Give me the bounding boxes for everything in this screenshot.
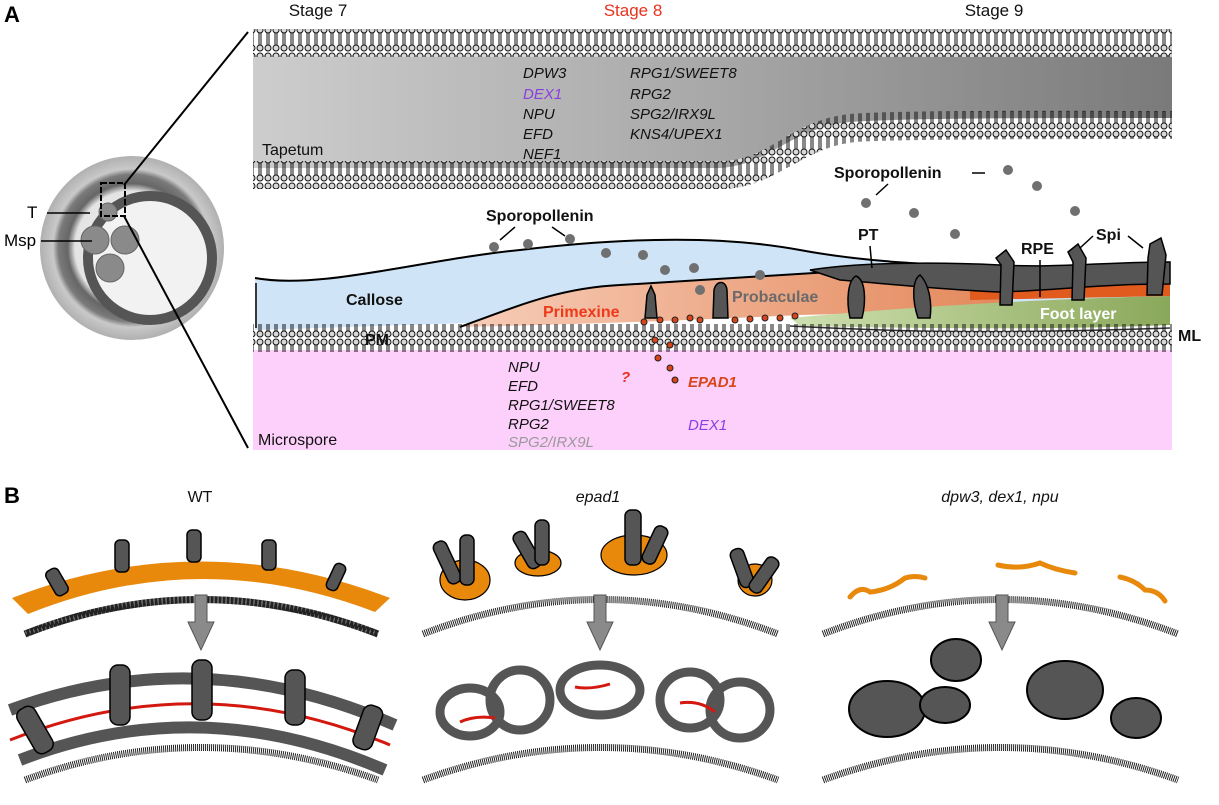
foot-layer bbox=[790, 296, 1170, 329]
epad1-red-fragments bbox=[459, 682, 716, 724]
label-epad1: EPAD1 bbox=[688, 374, 737, 391]
epad1-dots bbox=[640, 312, 799, 384]
stage-8-label: Stage 8 bbox=[604, 1, 663, 20]
ms-gene-efd: EFD bbox=[508, 378, 538, 395]
mutant-arrow-icon bbox=[988, 594, 1016, 652]
plasma-membrane bbox=[253, 324, 1172, 352]
epad1-arrow-icon bbox=[586, 594, 614, 652]
panel-b-letter: B bbox=[4, 483, 20, 508]
dpw3-dex1-npu-diagram bbox=[821, 560, 1180, 784]
pointer-sporopollenin-left-b bbox=[551, 226, 566, 237]
label-pm: PM bbox=[365, 332, 389, 349]
label-sporopollenin-right: Sporopollenin bbox=[834, 165, 942, 182]
pointer-sporopollenin-left-a bbox=[499, 226, 516, 241]
gene-dpw3: DPW3 bbox=[523, 65, 567, 82]
gene-nef1: NEF1 bbox=[523, 146, 561, 163]
label-primexine: Primexine bbox=[543, 304, 620, 321]
tapetum: Tapetum DPW3 DEX1 NPU EFD NEF1 RPG1/SWEE… bbox=[253, 29, 1172, 189]
microspore-label: Microspore bbox=[258, 432, 337, 449]
probacula bbox=[913, 274, 932, 319]
primexine-outline bbox=[459, 271, 831, 328]
stage-7-label: Stage 7 bbox=[289, 1, 348, 20]
mutant-membrane-bottom bbox=[821, 744, 1180, 784]
epad1-diagram bbox=[421, 509, 780, 784]
label-pt: PT bbox=[858, 227, 879, 244]
epad1-rings bbox=[435, 660, 775, 743]
tapetum-label: Tapetum bbox=[262, 142, 323, 159]
probaculae-group bbox=[644, 236, 1167, 319]
spine bbox=[1067, 242, 1087, 301]
ms-gene-npu: NPU bbox=[508, 359, 540, 376]
label-callose: Callose bbox=[346, 292, 403, 309]
gene-dex1: DEX1 bbox=[523, 86, 562, 103]
label-sporopollenin-left: Sporopollenin bbox=[486, 208, 594, 225]
gene-rpg1-sweet8: RPG1/SWEET8 bbox=[630, 65, 737, 82]
label-ml: ML bbox=[1178, 328, 1201, 345]
mutant-primexine-fragments bbox=[847, 560, 1168, 604]
wt-primexine-arc bbox=[12, 561, 390, 614]
microspore-cytoplasm bbox=[253, 350, 1172, 450]
unknown-mark: ? bbox=[621, 369, 630, 386]
gene-rpg2: RPG2 bbox=[630, 86, 672, 103]
mutant-sporopollenin-aggregates bbox=[848, 638, 1162, 739]
probacula bbox=[712, 281, 729, 319]
tapetum-genes-col1: DPW3 DEX1 NPU EFD NEF1 bbox=[523, 65, 567, 163]
microspore-genes: NPU EFD RPG1/SWEET8 RPG2 SPG2/IRX9L bbox=[508, 359, 615, 451]
wt-arrow-icon bbox=[187, 594, 215, 652]
tapetum-inner-membrane bbox=[253, 110, 1172, 189]
gene-efd: EFD bbox=[523, 126, 553, 143]
label-t: T bbox=[27, 203, 37, 222]
phenotype-title-epad1: epad1 bbox=[576, 489, 621, 506]
wt-diagram bbox=[7, 529, 398, 784]
label-foot-layer: Foot layer bbox=[1040, 306, 1116, 323]
label-rpe: RPE bbox=[1021, 241, 1054, 258]
wt-probaculae bbox=[45, 529, 347, 597]
phenotype-title-dpw3-dex1-npu: dpw3, dex1, npu bbox=[941, 489, 1059, 506]
tapetum-outer-membrane bbox=[253, 29, 1172, 57]
pointer-sporopollenin-right-b bbox=[875, 183, 889, 196]
ms-gene-spg2-irx9l: SPG2/IRX9L bbox=[508, 434, 594, 451]
label-spi: Spi bbox=[1096, 227, 1121, 244]
wt-foot bbox=[17, 721, 388, 776]
spine bbox=[994, 248, 1015, 306]
tapetum-cytoplasm bbox=[253, 55, 1172, 168]
anther-histology: T Msp bbox=[4, 31, 249, 449]
tapetum-genes-col2: RPG1/SWEET8 RPG2 SPG2/IRX9L KNS4/UPEX1 bbox=[630, 65, 737, 143]
pointer-spi-a bbox=[1079, 235, 1094, 249]
epad1-primexine-blobs bbox=[439, 534, 773, 601]
panel-a-letter: A bbox=[4, 2, 20, 27]
epad1-membrane-bottom bbox=[421, 744, 780, 784]
zoom-box bbox=[100, 182, 126, 217]
label-dex1-microspore: DEX1 bbox=[688, 417, 727, 434]
zoom-line-bottom bbox=[123, 215, 249, 449]
ms-gene-rpg2: RPG2 bbox=[508, 416, 550, 433]
sporopollenin-particles bbox=[489, 165, 1080, 295]
ms-gene-rpg1-sweet8: RPG1/SWEET8 bbox=[508, 397, 615, 414]
label-msp: Msp bbox=[4, 231, 36, 250]
pointer-spi-b bbox=[1127, 235, 1144, 249]
spine bbox=[1146, 236, 1167, 296]
epad1-clumped-baculae bbox=[432, 509, 780, 594]
probacula bbox=[847, 275, 866, 319]
pointer-pt bbox=[869, 245, 873, 269]
wt-mature-baculae bbox=[16, 659, 384, 755]
label-probaculae: Probaculae bbox=[732, 289, 818, 306]
gene-kns4-upex1: KNS4/UPEX1 bbox=[630, 126, 723, 143]
gene-spg2-irx9l: SPG2/IRX9L bbox=[630, 106, 716, 123]
probacula bbox=[644, 284, 658, 319]
stage-9-label: Stage 9 bbox=[965, 1, 1024, 20]
zoom-line-top bbox=[123, 31, 249, 186]
phenotype-title-wt: WT bbox=[188, 489, 213, 506]
gene-npu: NPU bbox=[523, 106, 555, 123]
